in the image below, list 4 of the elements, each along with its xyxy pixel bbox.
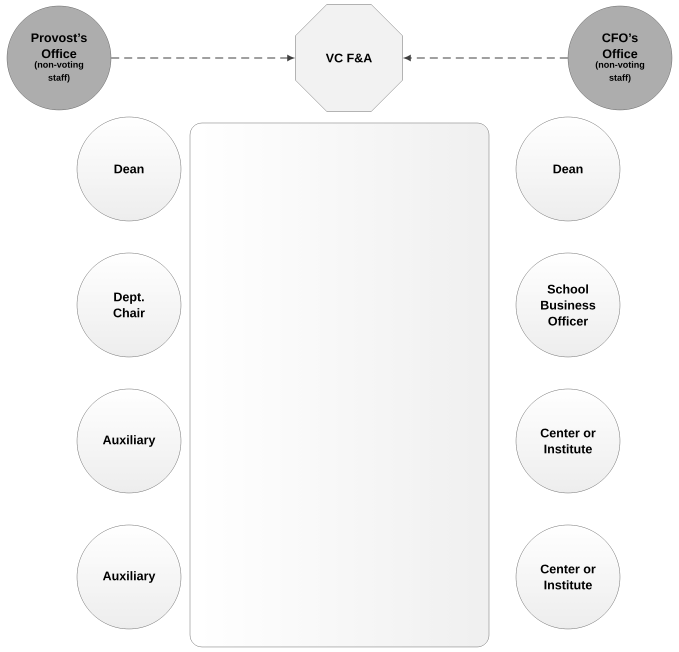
table-box [190, 122, 490, 648]
arrow [404, 54, 568, 62]
arrow [110, 54, 294, 62]
octagon-node: VC F&A [295, 4, 403, 112]
